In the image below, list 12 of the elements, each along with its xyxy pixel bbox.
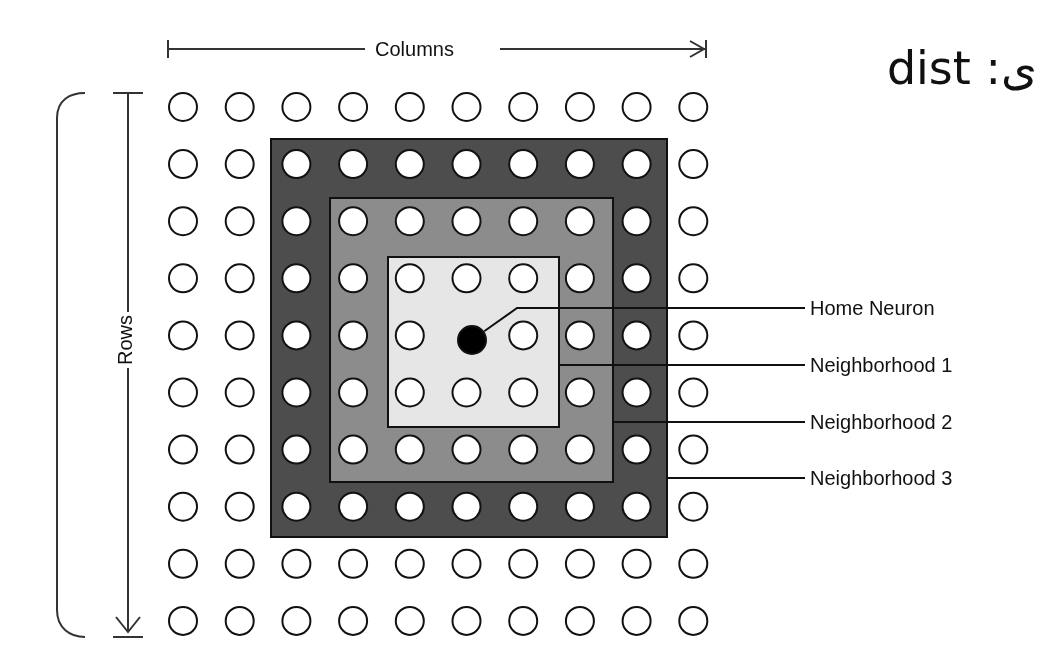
callout-label: Neighborhood 2: [810, 410, 953, 434]
leader-line: [613, 421, 806, 423]
leader-line: [667, 477, 806, 479]
callout-label: Home Neuron: [810, 296, 935, 320]
dimension-label: Columns: [375, 37, 454, 61]
leader-line: [559, 364, 806, 366]
home-neuron-dot: [457, 325, 487, 355]
heading-text: ی: dist: [886, 40, 1037, 96]
callout-label: Neighborhood 3: [810, 466, 953, 490]
callout-label: Neighborhood 1: [810, 353, 953, 377]
dimension-label: Rows: [113, 315, 137, 365]
leader-line: [483, 307, 806, 333]
